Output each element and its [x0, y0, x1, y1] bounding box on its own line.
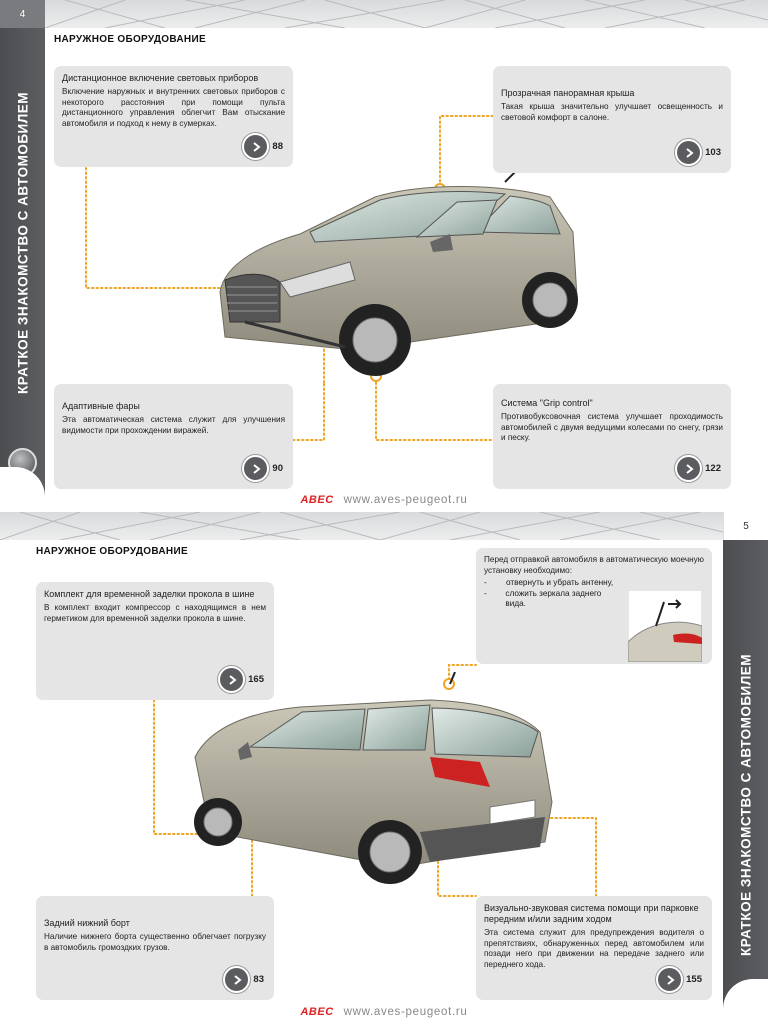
footer: ABEC www.aves-peugeot.ru — [0, 1006, 768, 1018]
header-band — [45, 0, 768, 28]
chevron-right-icon[interactable] — [675, 139, 703, 166]
wash-intro: Перед отправкой автомобиля в автоматичес… — [484, 555, 704, 575]
section-title: НАРУЖНОЕ ОБОРУДОВАНИЕ — [54, 34, 206, 45]
page-ref-number[interactable]: 165 — [248, 674, 264, 685]
page-reference[interactable]: 88 — [242, 133, 283, 160]
brand-logo: ABEC — [300, 1006, 334, 1018]
page-5: 5 КРАТКОЕ ЗНАКОМСТВО С АВТОМОБИЛЕМ НАРУЖ… — [0, 512, 768, 1024]
car-rear-image — [194, 672, 553, 884]
box-title: Адаптивные фары — [62, 401, 140, 411]
page-reference[interactable]: 165 — [218, 666, 264, 693]
chevron-right-icon[interactable] — [218, 666, 246, 693]
header-pattern — [45, 0, 768, 28]
section-title: НАРУЖНОЕ ОБОРУДОВАНИЕ — [36, 546, 188, 557]
page-reference[interactable]: 122 — [675, 455, 721, 482]
parking-aid-box: Визуально-звуковая система помощи при па… — [476, 896, 712, 1000]
panoramic-roof-box: Прозрачная панорамная крыша Такая крыша … — [493, 66, 731, 173]
box-text: Такая крыша значительно улучшает освещен… — [501, 102, 723, 122]
website-link[interactable]: www.aves-peugeot.ru — [343, 1006, 468, 1018]
box-title: Задний нижний борт — [44, 918, 130, 928]
page-4: 4 КРАТКОЕ ЗНАКОМСТВО С АВТОМОБИЛЕМ НАРУЖ… — [0, 0, 768, 512]
box-title: Прозрачная панорамная крыша — [501, 88, 635, 98]
tailgate-box: Задний нижний борт Наличие нижнего борта… — [36, 896, 274, 1000]
box-title: Визуально-звуковая система помощи при па… — [484, 903, 699, 924]
chevron-right-icon[interactable] — [223, 966, 251, 993]
car-front-image — [219, 172, 578, 376]
page-ref-number[interactable]: 103 — [705, 147, 721, 158]
chevron-right-icon[interactable] — [242, 455, 270, 482]
box-text: Наличие нижнего борта существенно облегч… — [44, 932, 266, 952]
box-title: Комплект для временной заделки прокола в… — [44, 589, 255, 599]
puncture-kit-box: Комплект для временной заделки прокола в… — [36, 582, 274, 700]
page-reference[interactable]: 103 — [675, 139, 721, 166]
chevron-right-icon[interactable] — [656, 966, 684, 993]
car-wash-box: Перед отправкой автомобиля в автоматичес… — [476, 548, 712, 664]
mirror-fold-illustration — [628, 590, 702, 662]
page-number: 5 — [723, 512, 768, 540]
page-reference[interactable]: 83 — [223, 966, 264, 993]
box-text: Противобуксовочная система улучшает прох… — [501, 412, 723, 443]
page-reference[interactable]: 90 — [242, 455, 283, 482]
footer: ABEC www.aves-peugeot.ru — [0, 494, 768, 506]
side-tab: КРАТКОЕ ЗНАКОМСТВО С АВТОМОБИЛЕМ — [723, 540, 768, 1024]
page-reference[interactable]: 155 — [656, 966, 702, 993]
chevron-right-icon[interactable] — [675, 455, 703, 482]
box-title: Дистанционное включение световых приборо… — [62, 73, 259, 83]
page-ref-number[interactable]: 155 — [686, 974, 702, 985]
page-number: 4 — [0, 0, 45, 28]
wash-item: -отвернуть и убрать антенну, — [484, 578, 614, 588]
adaptive-headlights-box: Адаптивные фары Эта автоматическая систе… — [54, 384, 293, 489]
wash-item: -сложить зеркала заднего вида. — [484, 588, 602, 609]
box-text: Включение наружных и внутренних световых… — [62, 87, 285, 128]
website-link[interactable]: www.aves-peugeot.ru — [343, 494, 468, 506]
page-ref-number[interactable]: 83 — [253, 974, 264, 985]
box-text: Эта автоматическая система служит для ул… — [62, 415, 285, 435]
box-title: Система "Grip control" — [501, 398, 593, 408]
page-ref-number[interactable]: 90 — [272, 463, 283, 474]
page-ref-number[interactable]: 88 — [272, 141, 283, 152]
header-band — [0, 512, 723, 540]
page-ref-number[interactable]: 122 — [705, 463, 721, 474]
box-text: Эта система служит для предупреждения во… — [484, 928, 704, 969]
header-pattern — [0, 512, 723, 540]
box-text: В комплект входит компрессор с находящим… — [44, 603, 266, 623]
brand-logo: ABEC — [300, 494, 334, 506]
remote-lights-box: Дистанционное включение световых приборо… — [54, 66, 293, 167]
side-tab: КРАТКОЕ ЗНАКОМСТВО С АВТОМОБИЛЕМ — [0, 28, 45, 512]
grip-control-box: Система "Grip control" Противобуксовочна… — [493, 384, 731, 489]
chevron-right-icon[interactable] — [242, 133, 270, 160]
